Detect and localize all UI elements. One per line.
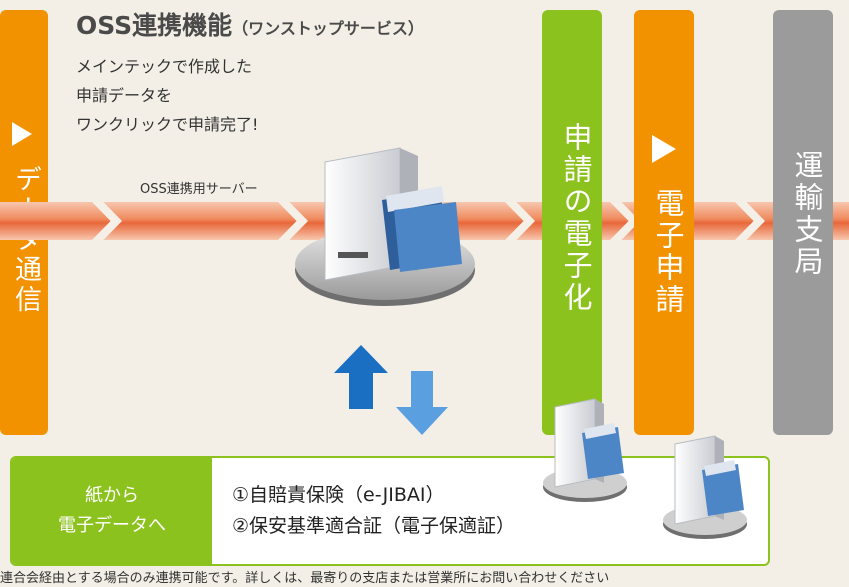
digitization-column: 申請の電子化 bbox=[542, 10, 602, 435]
chevron-arrow-icon bbox=[505, 202, 535, 240]
title-sub: （ワンストップサービス） bbox=[232, 19, 424, 38]
small-server-icon bbox=[663, 435, 747, 539]
conversion-box: 紙から 電子データへ ①自賠責保険（e-JIBAI） ②保安基準適合証（電子保適… bbox=[10, 456, 770, 566]
description-line: メインテックで作成した bbox=[76, 57, 253, 76]
digitization-label: 申請の電子化 bbox=[559, 122, 593, 314]
chevron-arrow-icon bbox=[735, 202, 765, 240]
description: メインテックで作成した 申請データを ワンクリックで申請完了! bbox=[76, 52, 258, 139]
conversion-label-line: 紙から bbox=[85, 485, 139, 506]
chevron-arrow-icon bbox=[92, 202, 122, 240]
transport-bureau-column: 運輸支局 bbox=[773, 10, 833, 435]
description-line: 申請データを bbox=[76, 86, 173, 105]
conversion-item: ①自賠責保険（e-JIBAI） bbox=[232, 484, 445, 506]
server-label: OSS連携用サーバー bbox=[140, 182, 258, 197]
small-server-icon bbox=[543, 398, 627, 502]
data-communication-label: データ通信 bbox=[10, 165, 41, 315]
transport-bureau-label: 運輸支局 bbox=[790, 150, 824, 278]
conversion-items: ①自賠責保険（e-JIBAI） ②保安基準適合証（電子保適証） bbox=[232, 480, 515, 542]
sync-arrows-icon bbox=[334, 345, 448, 435]
page-title: OSS連携機能（ワンストップサービス） bbox=[76, 6, 424, 42]
e-application-column: 電子申請 bbox=[634, 10, 694, 435]
title-main: OSS連携機能 bbox=[76, 11, 233, 40]
description-line: ワンクリックで申請完了! bbox=[76, 115, 259, 134]
conversion-label-line: 電子データへ bbox=[58, 515, 166, 536]
play-arrow-icon bbox=[12, 122, 32, 146]
server-icon bbox=[295, 147, 475, 306]
footnote: 連合会経由とする場合のみ連携可能です。詳しくは、最寄りの支店または営業所にお問い… bbox=[0, 571, 610, 586]
e-application-label: 電子申請 bbox=[651, 188, 685, 316]
play-arrow-icon bbox=[652, 135, 676, 163]
conversion-item: ②保安基準適合証（電子保適証） bbox=[232, 515, 516, 537]
conversion-label: 紙から 電子データへ bbox=[12, 458, 212, 564]
